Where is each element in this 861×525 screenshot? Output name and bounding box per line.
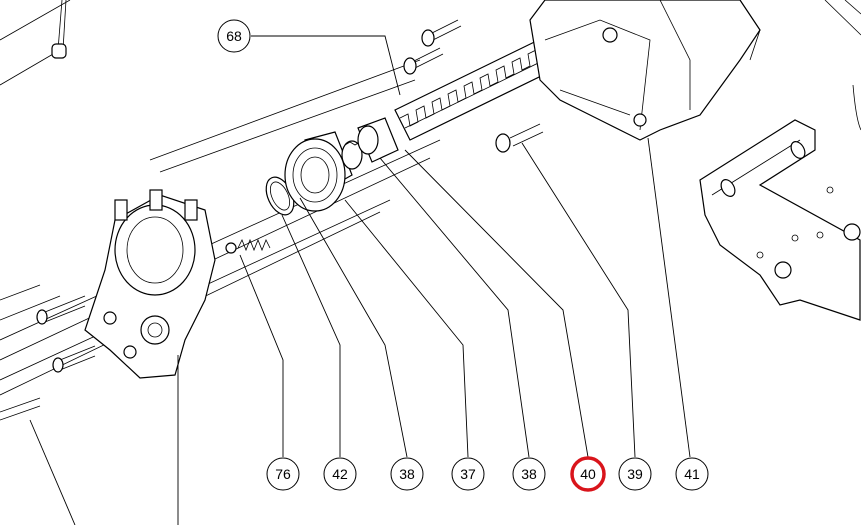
callout-circle <box>618 457 652 491</box>
callout-label: 38 <box>399 466 415 482</box>
callout-68: 68 <box>217 19 251 53</box>
callout-label: 41 <box>684 466 700 482</box>
callout-circle <box>217 19 251 53</box>
callout-circle <box>390 457 424 491</box>
callout-circle <box>570 456 606 492</box>
callout-circle <box>266 457 300 491</box>
screw-top-left <box>51 0 67 59</box>
callout-circle <box>451 457 485 491</box>
rail-outline <box>0 0 441 396</box>
screws-68 <box>403 19 462 75</box>
callout-41: 41 <box>675 457 709 491</box>
spring-76 <box>225 238 271 254</box>
right-shaft <box>824 0 861 131</box>
callout-40: 40 <box>570 456 606 492</box>
callout-label: 76 <box>275 466 291 482</box>
mounting-bracket <box>699 119 861 321</box>
callout-circle <box>323 457 357 491</box>
callout-42: 42 <box>323 457 357 491</box>
callout-label: 68 <box>226 28 242 44</box>
callout-group: 68 76 42 38 37 38 40 39 41 <box>217 19 709 492</box>
motor-head-41 <box>529 0 761 141</box>
callout-38b: 38 <box>512 457 546 491</box>
callout-circle <box>675 457 709 491</box>
callout-38a: 38 <box>390 457 424 491</box>
screw-39 <box>495 123 544 153</box>
leader-lines <box>29 35 691 525</box>
callout-circle <box>512 457 546 491</box>
callout-39: 39 <box>618 457 652 491</box>
callout-label: 40 <box>580 466 596 482</box>
gearbox-housing <box>84 189 216 379</box>
bearing-37 <box>284 131 353 212</box>
callout-label: 38 <box>521 466 537 482</box>
screws-lower-left <box>0 295 96 421</box>
callout-37: 37 <box>451 457 485 491</box>
callout-76: 76 <box>266 457 300 491</box>
callout-label: 42 <box>332 466 348 482</box>
callout-label: 39 <box>627 466 643 482</box>
collar <box>357 117 399 163</box>
callout-label: 37 <box>460 466 476 482</box>
